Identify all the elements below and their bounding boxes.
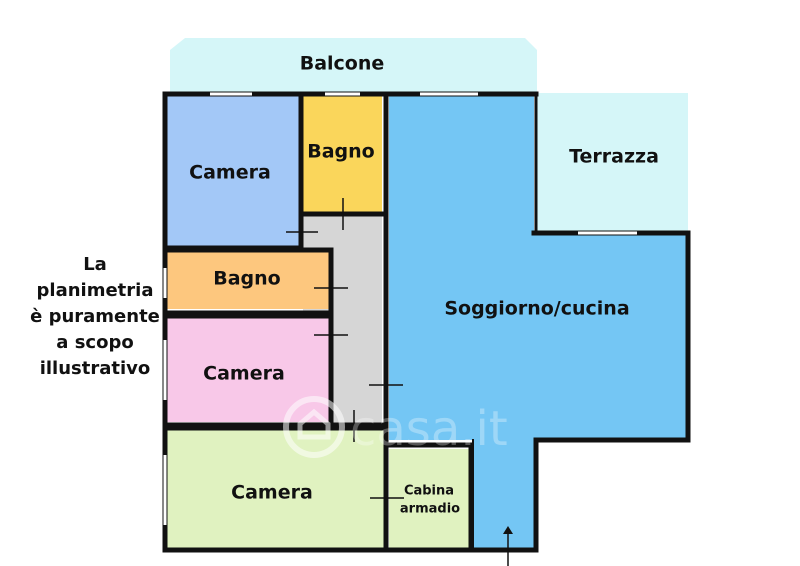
room-label-balcone: Balcone: [300, 53, 385, 75]
soggiorno-area: [389, 96, 686, 548]
room-label-camera-mid: Camera: [203, 363, 285, 385]
room-label-cabina-line1: Cabina: [404, 484, 454, 499]
disclaimer-note: La planimetria è puramente a scopo illus…: [30, 254, 160, 379]
room-label-camera-bottom: Camera: [231, 482, 313, 504]
watermark-text: casa.it: [350, 401, 508, 457]
room-label-camera-top: Camera: [189, 162, 271, 184]
room-label-cabina-line2: armadio: [400, 502, 460, 517]
camera-bottom-area: [167, 430, 384, 548]
bagno-top-area: [303, 96, 382, 212]
balcone-area: [170, 38, 537, 93]
room-label-terrazza: Terrazza: [569, 146, 659, 168]
windows: [163, 92, 637, 525]
watermark: casa.it: [283, 396, 508, 458]
entrance-arrow-icon: [503, 526, 513, 566]
camera-top-area: [167, 96, 300, 246]
room-label-bagno-mid: Bagno: [213, 268, 280, 290]
terrazza-area: [536, 93, 688, 231]
door-marks: [286, 198, 404, 499]
room-label-soggiorno: Soggiorno/cucina: [444, 298, 629, 320]
bagno-mid-area: [167, 251, 329, 309]
room-label-bagno-top: Bagno: [307, 141, 374, 163]
